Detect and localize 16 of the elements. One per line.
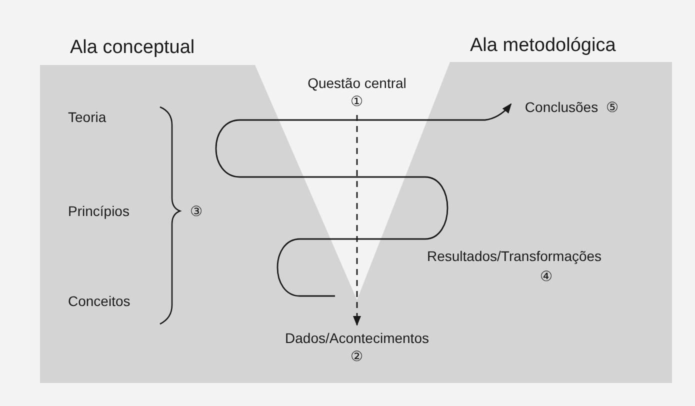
conclusions-label: Conclusões <box>524 98 598 116</box>
data-label: Dados/Acontecimentos <box>285 329 429 347</box>
results-label: Resultados/Transformações <box>427 247 602 265</box>
term-label: Teoria <box>68 108 106 126</box>
section-heading: Ala conceptual <box>70 36 195 60</box>
term-label: Princípios <box>68 202 130 220</box>
step-number: ① <box>350 92 364 110</box>
step-number: ⑤ <box>606 98 620 116</box>
step-number: ④ <box>540 267 553 285</box>
step-number: ② <box>350 347 364 365</box>
term-label: Conceitos <box>68 292 130 310</box>
section-heading: Ala metodológica <box>470 34 616 58</box>
question-label: Questão central <box>308 74 406 92</box>
step-number: ③ <box>190 202 203 220</box>
dashed-arrow <box>353 115 361 326</box>
serpentine-arrow <box>216 103 512 297</box>
